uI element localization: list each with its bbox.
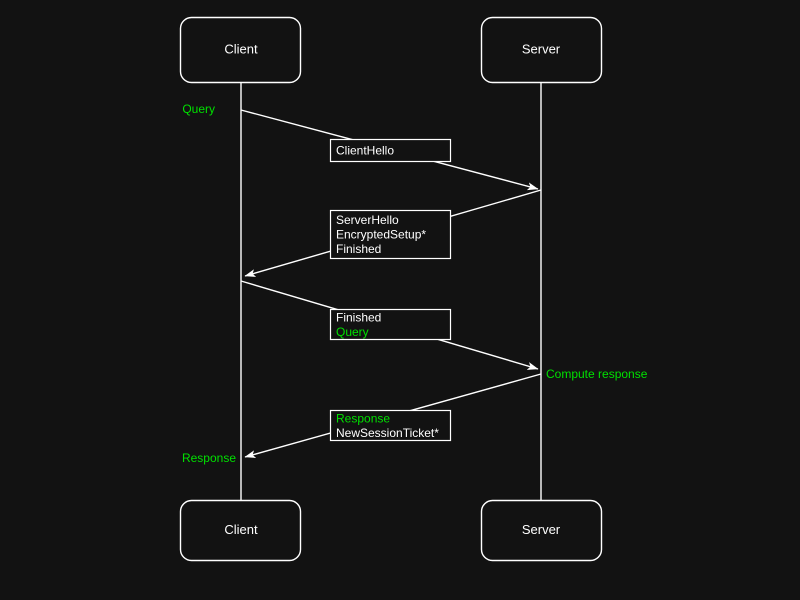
message-box-finished-query[interactable]: Finished Query <box>329 308 452 341</box>
actor-box-server-top <box>480 16 603 84</box>
actor-label-client-bottom: Client <box>224 522 258 537</box>
message-label-clienthello-line1: ClientHello <box>336 144 394 158</box>
annotation-compute-response: Compute response <box>546 367 648 381</box>
actor-label-client-top: Client <box>224 41 258 56</box>
message-label-serverhello-line3: Finished <box>336 242 381 256</box>
actor-label-server-bottom: Server <box>522 522 561 537</box>
actor-box-server-bottom <box>480 499 603 562</box>
actor-client-top[interactable]: Client <box>179 16 302 84</box>
actor-server-bottom[interactable]: Server <box>480 499 603 562</box>
actor-server-top[interactable]: Server <box>480 16 603 84</box>
message-box-rect-clienthello <box>329 138 452 163</box>
message-box-rect-response-ticket <box>329 409 452 442</box>
message-label-serverhello-line2: EncryptedSetup* <box>336 228 426 242</box>
message-box-clienthello[interactable]: ClientHello <box>329 138 452 163</box>
actor-label-server-top: Server <box>522 41 561 56</box>
actor-client-bottom[interactable]: Client <box>179 499 302 562</box>
message-box-serverhello[interactable]: ServerHello EncryptedSetup* Finished <box>329 209 452 260</box>
actor-box-client-top <box>179 16 302 84</box>
message-label-response-ticket-line2: NewSessionTicket* <box>336 426 439 440</box>
actor-box-client-bottom <box>179 499 302 562</box>
message-box-response-ticket[interactable]: Response NewSessionTicket* <box>329 409 452 442</box>
message-label-finished-query-line1: Finished <box>336 311 381 325</box>
message-box-rect-serverhello <box>329 209 452 260</box>
message-label-response-ticket-line1: Response <box>336 412 390 426</box>
annotation-response: Response <box>182 451 236 465</box>
message-label-finished-query-line2: Query <box>336 325 369 339</box>
annotation-query: Query <box>182 102 215 116</box>
message-label-serverhello-line1: ServerHello <box>336 213 399 227</box>
message-box-rect-finished-query <box>329 308 452 341</box>
